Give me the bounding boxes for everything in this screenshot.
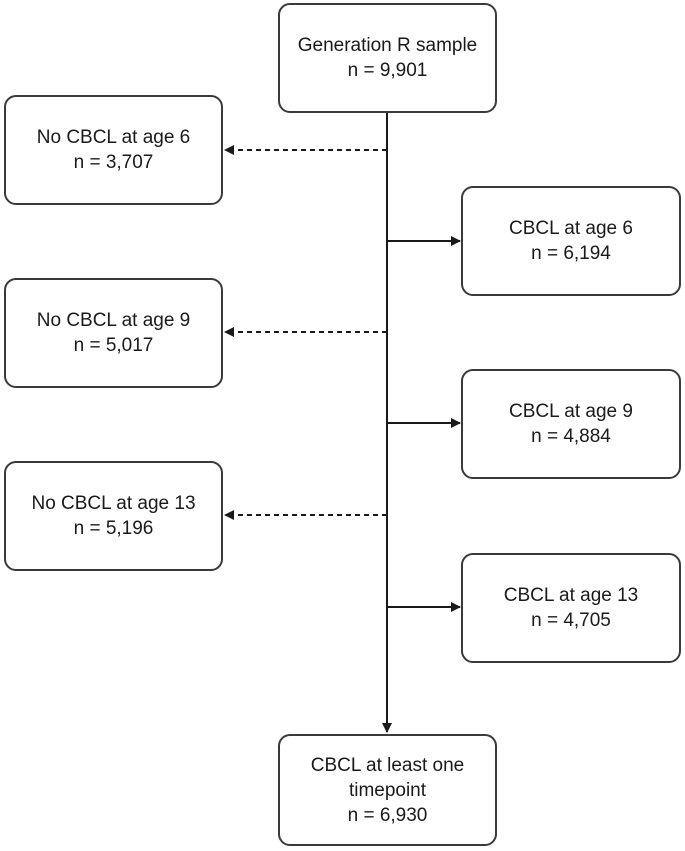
node-count: n = 9,901: [347, 60, 428, 81]
node-title-line-2: timepoint: [348, 779, 427, 801]
node-title: CBCL at age 6: [509, 218, 633, 239]
node-cbcl-age-13: CBCL at age 13 n = 4,705: [461, 553, 681, 663]
node-count: n = 4,705: [531, 610, 611, 631]
node-no-cbcl-age-13: No CBCL at age 13 n = 5,196: [4, 461, 223, 571]
node-count: n = 3,707: [73, 152, 154, 173]
node-title: CBCL at age 13: [503, 585, 639, 606]
node-count: n = 6,930: [347, 804, 428, 826]
node-title: No CBCL at age 13: [31, 493, 196, 514]
node-cbcl-age-9: CBCL at age 9 n = 4,884: [461, 369, 681, 479]
node-title: Generation R sample: [297, 35, 478, 56]
node-generation-r-sample: Generation R sample n = 9,901: [278, 3, 497, 113]
node-no-cbcl-age-9: No CBCL at age 9 n = 5,017: [4, 278, 223, 388]
node-title-line-1: CBCL at least one: [310, 754, 465, 776]
node-count: n = 5,196: [73, 518, 154, 539]
node-no-cbcl-age-6: No CBCL at age 6 n = 3,707: [4, 95, 223, 205]
node-title: No CBCL at age 9: [36, 310, 191, 331]
node-title: CBCL at age 9: [509, 401, 633, 422]
node-cbcl-age-6: CBCL at age 6 n = 6,194: [461, 186, 681, 296]
node-cbcl-at-least-one-timepoint: CBCL at least one timepoint n = 6,930: [278, 734, 497, 846]
node-count: n = 4,884: [531, 426, 611, 447]
node-title: No CBCL at age 6: [36, 127, 191, 148]
node-count: n = 5,017: [73, 335, 154, 356]
node-count: n = 6,194: [531, 243, 611, 264]
